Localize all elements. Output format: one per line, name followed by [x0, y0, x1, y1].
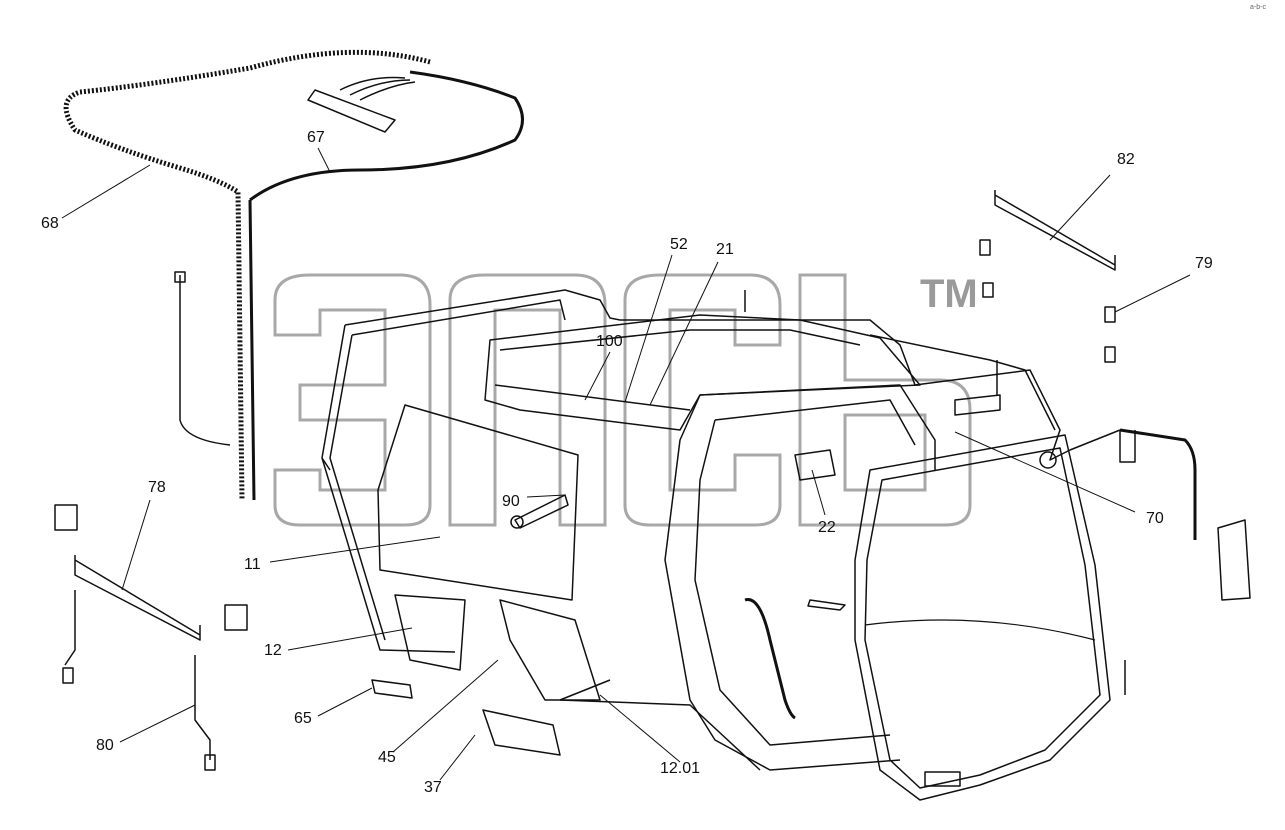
mirror-arm [1119, 428, 1197, 540]
lamp-bar-82 [994, 190, 1116, 271]
label-11: 11 [244, 556, 261, 573]
watermark-logo [273, 273, 972, 527]
glass-panel-11 [377, 404, 579, 601]
cab-left-frame [321, 289, 1121, 653]
label-12: 12 [264, 642, 282, 659]
bar-90 [514, 494, 569, 529]
door-70 [854, 434, 1111, 801]
label-68: 68 [41, 215, 59, 232]
cab-floor [559, 679, 761, 771]
lamp-bar-78 [74, 555, 201, 641]
label-80: 80 [96, 737, 114, 754]
wiper-motor-22 [794, 449, 836, 481]
panel-12-01 [499, 599, 601, 701]
label-67: 67 [307, 129, 325, 146]
mirror-glass [1217, 519, 1251, 601]
harness-67 [249, 70, 524, 202]
grab-handle [744, 598, 796, 720]
label-52: 52 [670, 236, 688, 253]
label-70: 70 [1146, 510, 1164, 527]
roof-right-panel [869, 334, 1056, 431]
label-82: 82 [1117, 151, 1135, 168]
cab-back-wall [484, 314, 921, 431]
door-handle [924, 771, 961, 787]
connector-block [307, 89, 396, 133]
bracket-65 [371, 679, 413, 699]
panel-12 [394, 594, 466, 671]
cable-left [179, 275, 231, 446]
lamp-left [54, 504, 78, 531]
label-22: 22 [818, 519, 836, 536]
watermark-tm: TM [920, 272, 978, 316]
label-90: 90 [502, 493, 520, 510]
harness-68 [63, 49, 431, 501]
leader-lines [61, 147, 1191, 781]
label-37: 37 [424, 779, 442, 796]
label-12-01: 12.01 [660, 760, 701, 777]
label-45: 45 [378, 749, 396, 766]
label-79: 79 [1195, 255, 1213, 272]
bracket-37 [482, 709, 561, 756]
step [807, 599, 846, 611]
label-65: 65 [294, 710, 312, 727]
cable-80 [194, 655, 211, 760]
cab-right-pillar [664, 384, 936, 771]
corner-note: a-b-c [1250, 4, 1266, 11]
label-21: 21 [716, 241, 734, 258]
label-100: 100 [596, 333, 623, 350]
label-78: 78 [148, 479, 166, 496]
lamp-right [224, 604, 248, 631]
clip-79a [1104, 306, 1116, 323]
